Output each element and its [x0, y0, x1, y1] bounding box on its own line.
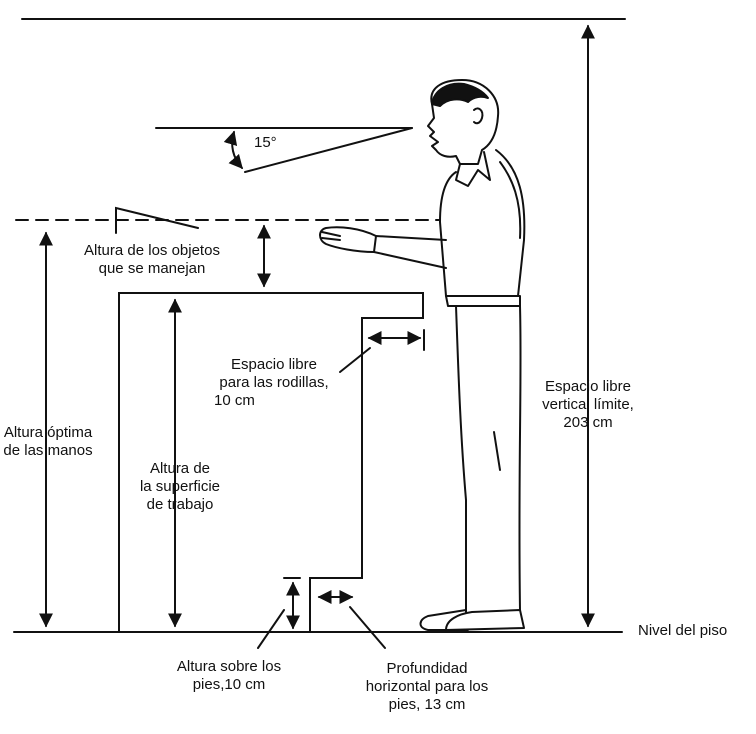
- vertical-clearance-line-2: vertical límite,: [542, 396, 634, 413]
- knee-space-line-1: Espacio libre: [231, 356, 317, 373]
- feet-height-line-1: Altura sobre los: [176, 658, 282, 675]
- knee-space-label: Espacio libre para las rodillas, 10 cm: [210, 356, 338, 410]
- feet-depth-line-3: pies, 13 cm: [388, 696, 466, 713]
- hand: [319, 226, 377, 253]
- feet-depth-label: Profundidad horizontal para los pies, 13…: [352, 660, 502, 714]
- object-wedge: [115, 206, 199, 234]
- work-surface-label: Altura de la superficie de trabajo: [124, 460, 236, 514]
- objects-height-label: Altura de los objetos que se manejan: [58, 242, 246, 278]
- knee-space-line-3: 10 cm: [214, 392, 255, 409]
- work-surface-line-3: de trabajo: [146, 496, 214, 513]
- fingers: [321, 231, 341, 241]
- downward-sight-line: [244, 127, 413, 173]
- vertical-clearance-line-3: 203 cm: [563, 414, 613, 431]
- objects-height-line-2: que se manejan: [98, 260, 206, 277]
- feet-height-label: Altura sobre los pies,10 cm: [162, 658, 296, 694]
- back-leg: [518, 305, 522, 611]
- back-shoe: [445, 609, 525, 631]
- knee-space-leader: [339, 347, 371, 373]
- arm-back: [499, 161, 522, 239]
- work-surface-line-1: Altura de: [149, 460, 211, 477]
- hands-height-line-1: Altura óptima: [3, 424, 93, 441]
- ear: [473, 107, 484, 125]
- feet-height-line-2: pies,10 cm: [192, 676, 266, 693]
- angle-label: 15°: [254, 134, 277, 151]
- belt: [445, 295, 521, 307]
- work-surface-line-2: la superficie: [139, 478, 221, 495]
- standing-worker-figure: [319, 79, 526, 631]
- feet-height-leader: [257, 609, 285, 649]
- hands-height-line-2: de las manos: [3, 442, 93, 459]
- front-shoe: [419, 609, 469, 631]
- feet-depth-line-1: Profundidad: [386, 660, 468, 677]
- leg-crease: [493, 431, 501, 471]
- front-leg: [455, 305, 467, 613]
- torso: [439, 149, 526, 297]
- collar: [455, 151, 491, 187]
- hair: [431, 82, 489, 107]
- worktable-outline: [118, 292, 424, 633]
- hands-height-label: Altura óptima de las manos: [0, 424, 96, 460]
- angle-arc-arrow: [223, 130, 243, 170]
- floor-level-label: Nivel del piso: [638, 622, 728, 639]
- knee-space-line-2: para las rodillas,: [219, 374, 329, 391]
- feet-depth-line-2: horizontal para los: [365, 678, 489, 695]
- forearm: [373, 235, 447, 269]
- head: [427, 79, 500, 165]
- vertical-clearance-line-1: Espacio libre: [545, 378, 631, 395]
- vertical-clearance-label: Espacio libre vertical límite, 203 cm: [530, 378, 646, 432]
- objects-height-line-1: Altura de los objetos: [84, 242, 220, 259]
- feet-depth-leader: [349, 606, 386, 649]
